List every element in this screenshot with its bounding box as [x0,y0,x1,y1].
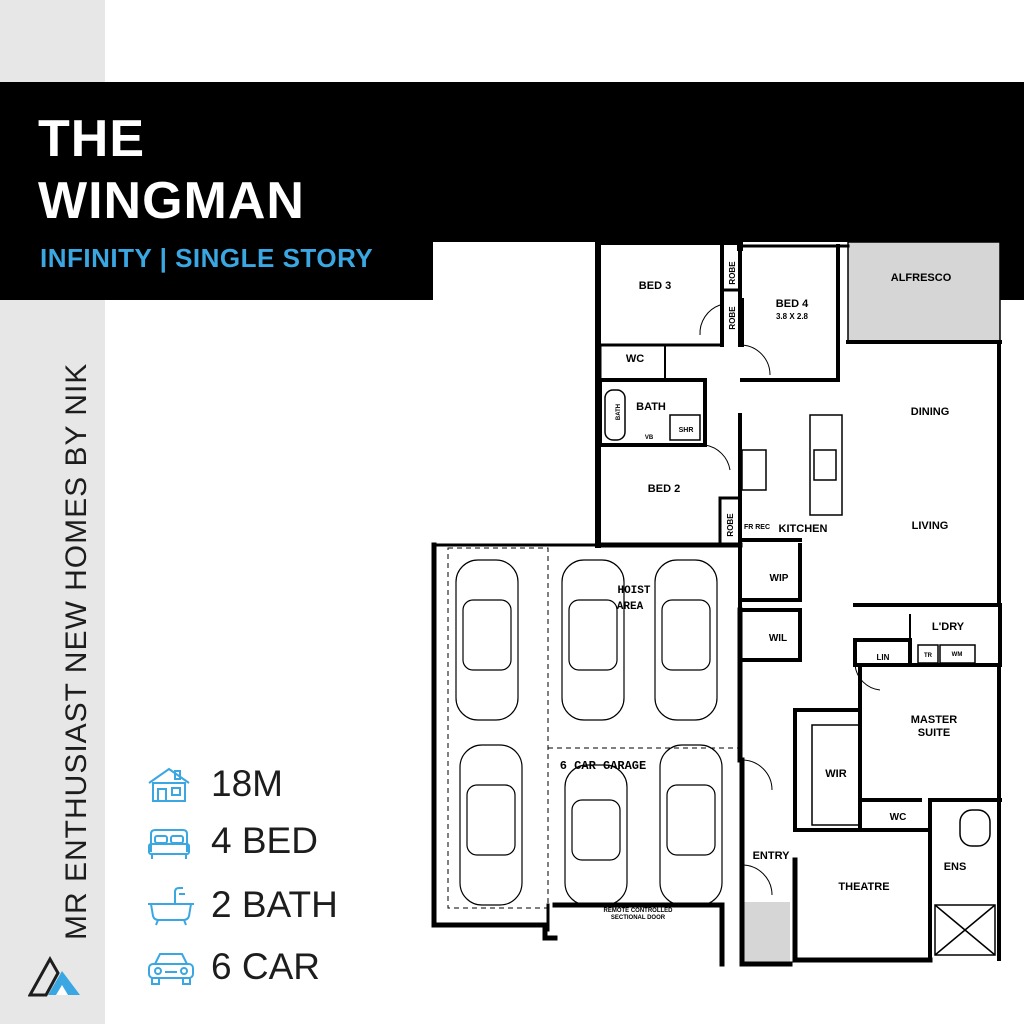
spec-garage-value: 6 CAR [211,946,320,987]
label-hoist-area-1: HOIST [617,585,650,597]
title-band-edge [1000,242,1024,300]
label-robe-2: ROBE [728,306,737,330]
label-shr: SHR [679,427,694,434]
label-wir: WIR [825,768,846,780]
label-bed3: BED 3 [639,280,671,292]
entry-porch [742,902,790,964]
label-dining: DINING [911,406,950,418]
label-hoist-area-2: AREA [617,601,644,613]
subtitle-band [0,242,433,300]
label-kitchen: KITCHEN [779,523,828,535]
label-lin: LIN [877,653,890,662]
label-alfresco: ALFRESCO [891,272,952,284]
label-garage: 6 CAR GARAGE [560,759,646,773]
label-master-suite-2: SUITE [918,727,950,739]
label-living: LIVING [912,520,949,532]
spec-frontage-value: 18M [211,763,283,804]
bed-icon [148,829,190,859]
label-wc: WC [626,353,644,365]
label-vb: VB [645,435,654,441]
label-garage-door-1: REMOTE CONTROLLED [604,908,674,914]
label-robe-3: ROBE [726,513,735,537]
title-line-1: THE [38,110,145,168]
label-bed4: BED 4 [776,298,809,310]
spec-bathrooms-value: 2 BATH [211,884,338,925]
label-bed4-size: 3.8 X 2.8 [776,312,809,321]
label-theatre: THEATRE [838,881,889,893]
subtitle: INFINITY | SINGLE STORY [40,243,374,273]
house-frontage-icon [148,767,190,802]
label-ensuite-wc: WC [890,812,907,823]
label-ens: ENS [944,861,967,873]
label-bath-fixture: BATH [616,404,622,420]
bath-icon [148,887,194,926]
label-bed2: BED 2 [648,483,680,495]
title-band [0,82,1024,242]
label-wm: WM [952,652,963,658]
label-wip: WIP [770,573,789,584]
label-bath: BATH [636,401,666,413]
label-robe-1: ROBE [728,261,737,285]
spec-bedrooms-value: 4 BED [211,820,318,861]
label-wil: WIL [769,633,787,644]
label-entry: ENTRY [753,850,791,862]
brand-logo-icon [28,955,80,997]
label-ldry: L'DRY [932,621,965,633]
car-icon [148,953,194,985]
label-fr-rec: FR REC [744,524,770,531]
title-line-2: WINGMAN [38,172,305,230]
label-garage-door-2: SECTIONAL DOOR [611,915,666,921]
label-tr: TR [924,653,933,659]
label-master-suite-1: MASTER [911,714,958,726]
alfresco-area [847,241,1001,343]
